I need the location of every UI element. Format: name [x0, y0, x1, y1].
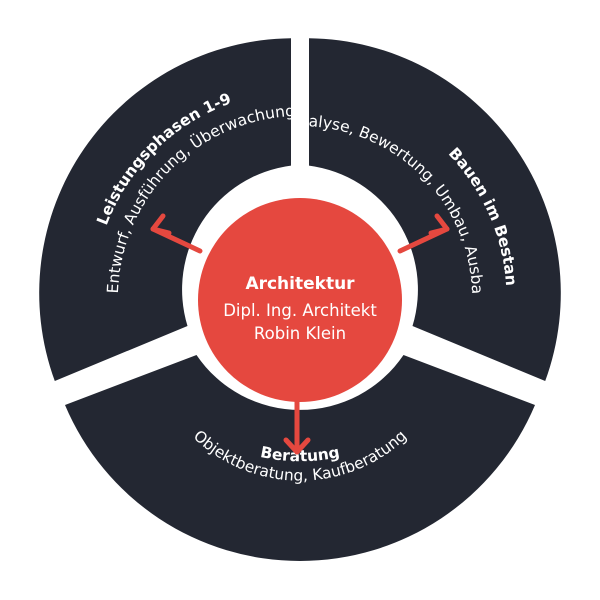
center-circle [198, 198, 402, 402]
segment-bauen-im-bestand [309, 38, 561, 381]
arrow-to-bauen-im-bestand [397, 213, 450, 254]
label-beratung-title: Beratung [259, 443, 341, 465]
segment-beratung [65, 355, 535, 562]
segment-leistungsphasen [39, 38, 292, 381]
arrow-to-beratung [283, 397, 311, 455]
center-line-profession: Dipl. Ing. Architekt [223, 301, 377, 320]
center-line-name: Robin Klein [254, 324, 346, 343]
arrow-to-leistungsphasen [150, 213, 203, 254]
center-title: Architektur [245, 274, 355, 294]
